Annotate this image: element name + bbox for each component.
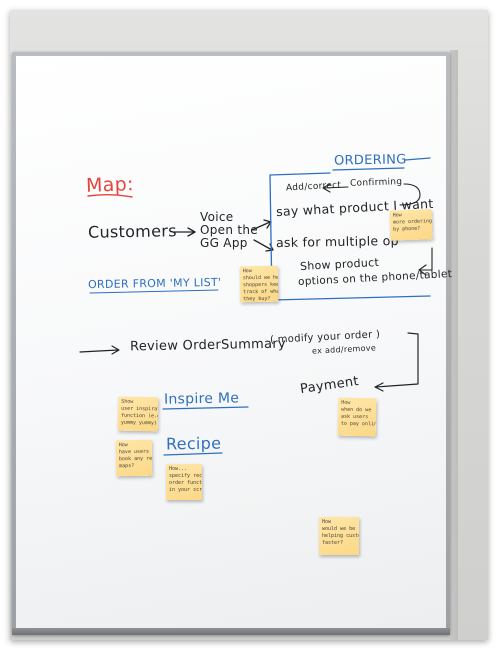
wall-edge [450, 50, 458, 640]
recipe-label: Recipe [165, 433, 222, 454]
confirming-loop [399, 183, 421, 206]
recipe-underline [163, 452, 223, 456]
sticky-note-payment: How when do we ask users to pay online? [337, 397, 377, 437]
gg-app-label: GG App [200, 236, 248, 250]
to-payment-arrow [374, 332, 419, 392]
ordering-underline [332, 167, 405, 171]
whiteboard-frame [12, 52, 450, 635]
voice-label: Voice [200, 210, 234, 224]
confirming-arrow [322, 183, 349, 193]
mylist-underline [89, 289, 219, 294]
whiteboard-photo [10, 10, 488, 640]
ask-multiple-label: ask for multiple op [275, 232, 399, 251]
whiteboard-surface [16, 56, 446, 629]
map-underline [87, 194, 133, 198]
customers-arrow [173, 227, 196, 237]
sticky-note-bottom: How would we be helping customers faster… [319, 517, 359, 555]
sticky-note-ordering: How more ordering or by phone? [389, 209, 433, 241]
marker-tray [12, 628, 450, 635]
sticky-note-inspire: Show user inspiration function (e.g. yum… [117, 396, 159, 432]
to-ask-arrow [253, 239, 274, 252]
map-title: Map: [85, 173, 135, 197]
review-in-arrow [79, 345, 120, 355]
sticky-note-mylist: How should we help shoppers keep track o… [239, 265, 279, 303]
review-label: Review OrderSummary [129, 336, 287, 355]
sticky-note-recipe2: How... specify recipe order function in … [166, 464, 202, 500]
show-loop-arrow [418, 247, 433, 276]
order-from-list-label: ORDER FROM 'MY LIST' [87, 275, 222, 292]
customers-label: Customers [87, 221, 177, 242]
confirming-label: Confirming [349, 177, 403, 189]
inspire-me-label: Inspire Me [163, 390, 240, 408]
open-the-label: Open the [200, 223, 258, 237]
ordering-label: ORDERING [333, 152, 407, 169]
sticky-note-recipe: How have users book any recipe maps? [115, 439, 153, 477]
inspire-underline [162, 406, 249, 410]
